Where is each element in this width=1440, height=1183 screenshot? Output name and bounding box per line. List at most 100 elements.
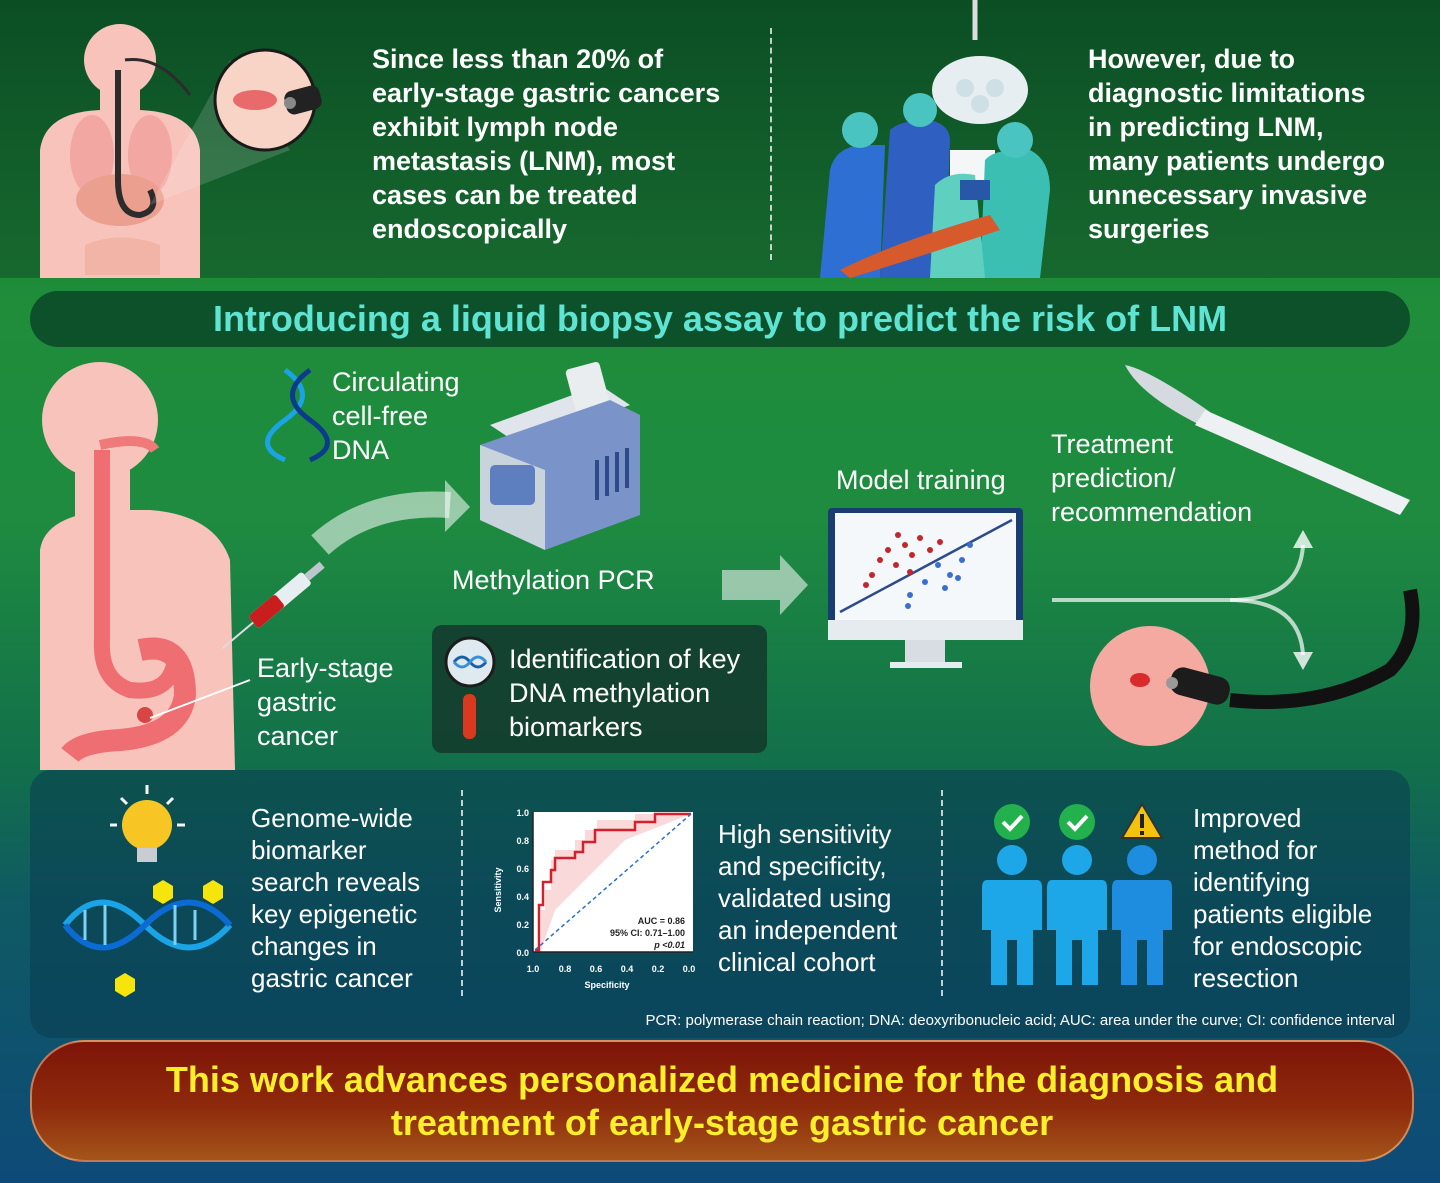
- genome-illustration: [62, 785, 233, 997]
- cfdna-line: Circulating: [332, 367, 460, 397]
- top-left-line: endoscopically: [372, 214, 568, 244]
- cfdna-line: cell-free: [332, 401, 429, 431]
- genome-line: gastric cancer: [251, 963, 413, 993]
- top-right-line: diagnostic limitations: [1088, 78, 1366, 108]
- bottom-divider-1: [461, 790, 463, 996]
- top-left-text-block: Since less than 20% of early-stage gastr…: [372, 42, 762, 246]
- conclusion-line: treatment of early-stage gastric cancer: [390, 1102, 1054, 1143]
- top-right-line: surgeries: [1088, 214, 1210, 244]
- roc-ci-band: [535, 814, 691, 950]
- cfdna-line: DNA: [332, 435, 390, 465]
- arrow-to-pcr-icon: [311, 491, 451, 555]
- roc-chart: Sensitivity Specificity 1.0 0.8 0.6 0.4 …: [493, 808, 696, 990]
- roc-ytick: 1.0: [516, 808, 529, 818]
- pcr-machine-icon: [480, 361, 640, 550]
- validation-line: High sensitivity: [718, 819, 892, 849]
- branch-arrows-icon: [1052, 544, 1305, 656]
- top-left-line: Since less than 20% of: [372, 44, 664, 74]
- top-right-line: many patients undergo: [1088, 146, 1386, 176]
- top-left-line: cases can be treated: [372, 180, 638, 210]
- improved-line: patients eligible: [1193, 899, 1373, 929]
- roc-xtick: 0.8: [559, 964, 572, 974]
- pcr-label: Methylation PCR: [452, 565, 655, 595]
- treatment-label: Treatment prediction/ recommendation: [1051, 427, 1252, 529]
- patient-silhouette-icon: [40, 362, 251, 770]
- validation-text-block: High sensitivity and specificity, valida…: [718, 818, 897, 978]
- endoscopic-resection-icon: [1090, 588, 1420, 746]
- validation-line: and specificity,: [718, 851, 887, 881]
- endoscopy-zoom-icon: [213, 48, 322, 152]
- genome-line: biomarker: [251, 835, 367, 865]
- roc-curve: [535, 812, 691, 952]
- improved-line: for endoscopic: [1193, 931, 1363, 961]
- model-training-label: Model training: [836, 465, 1006, 495]
- syringe-icon: [221, 561, 325, 649]
- cancer-line: cancer: [257, 721, 339, 751]
- person-warning-icon: [1112, 802, 1172, 985]
- improved-text-block: Improved method for identifying patients…: [1193, 802, 1372, 994]
- validation-line: clinical cohort: [718, 947, 876, 977]
- title-pill: Introducing a liquid biopsy assay to pre…: [30, 291, 1410, 347]
- scalpel-icon: [1125, 365, 1410, 515]
- top-illustrations: [40, 0, 1050, 278]
- improved-line: method for: [1193, 835, 1318, 865]
- roc-xtick: 0.4: [621, 964, 634, 974]
- cancer-line: Early-stage: [257, 653, 394, 683]
- roc-ylabel: Sensitivity: [493, 867, 503, 912]
- workflow-illustrations: [40, 361, 1420, 770]
- genome-line: search reveals: [251, 867, 421, 897]
- top-right-line: unnecessary invasive: [1088, 180, 1368, 210]
- patients-illustration: [982, 802, 1172, 985]
- genome-line: Genome-wide: [251, 803, 413, 833]
- roc-ytick: 0.6: [516, 864, 529, 874]
- top-left-line: early-stage gastric cancers: [372, 78, 721, 108]
- roc-xlabel: Specificity: [584, 980, 629, 990]
- roc-ytick: 0.0: [516, 948, 529, 958]
- identification-line: DNA methylation: [509, 678, 711, 708]
- top-divider: [770, 28, 772, 260]
- lightbulb-icon: [110, 785, 185, 862]
- human-torso-icon: [40, 24, 200, 278]
- validation-line: an independent: [718, 915, 898, 945]
- roc-p: p <0.01: [653, 940, 685, 950]
- roc-xtick: 0.2: [652, 964, 665, 974]
- abbreviations-note: PCR: polymerase chain reaction; DNA: deo…: [645, 1012, 1395, 1029]
- top-right-line: However, due to: [1088, 44, 1296, 74]
- genome-text-block: Genome-wide biomarker search reveals key…: [251, 802, 420, 994]
- conclusion-banner: This work advances personalized medicine…: [30, 1040, 1414, 1162]
- bottom-divider-2: [941, 790, 943, 996]
- top-right-line: in predicting LNM,: [1088, 112, 1324, 142]
- model-monitor-icon: [828, 508, 1023, 668]
- genome-line: changes in: [251, 931, 377, 961]
- improved-line: Improved: [1193, 803, 1302, 833]
- treatment-line: prediction/: [1051, 463, 1176, 493]
- magnifier-icon: [444, 636, 496, 739]
- dna-strand-icon: [62, 880, 233, 997]
- person-eligible-icon: [1047, 804, 1107, 985]
- section-title: Introducing a liquid biopsy assay to pre…: [212, 298, 1228, 339]
- cancer-label: Early-stage gastric cancer: [257, 651, 394, 753]
- surgery-scene-icon: [820, 0, 1050, 278]
- roc-xtick: 1.0: [527, 964, 540, 974]
- validation-line: validated using: [718, 883, 892, 913]
- treatment-line: Treatment: [1051, 429, 1174, 459]
- roc-xtick: 0.0: [683, 964, 696, 974]
- roc-ytick: 0.4: [516, 892, 529, 902]
- roc-xtick: 0.6: [590, 964, 603, 974]
- identification-line: Identification of key: [509, 644, 741, 674]
- bottom-panel: [30, 770, 1410, 1038]
- top-left-line: metastasis (LNM), most: [372, 146, 676, 176]
- arrow-to-model-icon: [722, 555, 808, 615]
- top-right-text-block: However, due to diagnostic limitations i…: [1088, 42, 1428, 246]
- improved-line: resection: [1193, 963, 1299, 993]
- dna-helix-icon: [265, 367, 330, 463]
- top-left-line: exhibit lymph node: [372, 112, 619, 142]
- identification-line: biomarkers: [509, 712, 643, 742]
- conclusion-line: This work advances personalized medicine…: [165, 1059, 1279, 1100]
- improved-line: identifying: [1193, 867, 1311, 897]
- cfdna-label: Circulating cell-free DNA: [332, 365, 460, 467]
- identification-label: Identification of key DNA methylation bi…: [509, 642, 740, 744]
- roc-auc: AUC = 0.86: [638, 916, 685, 926]
- genome-line: key epigenetic: [251, 899, 418, 929]
- roc-ci: 95% CI: 0.71–1.00: [610, 928, 685, 938]
